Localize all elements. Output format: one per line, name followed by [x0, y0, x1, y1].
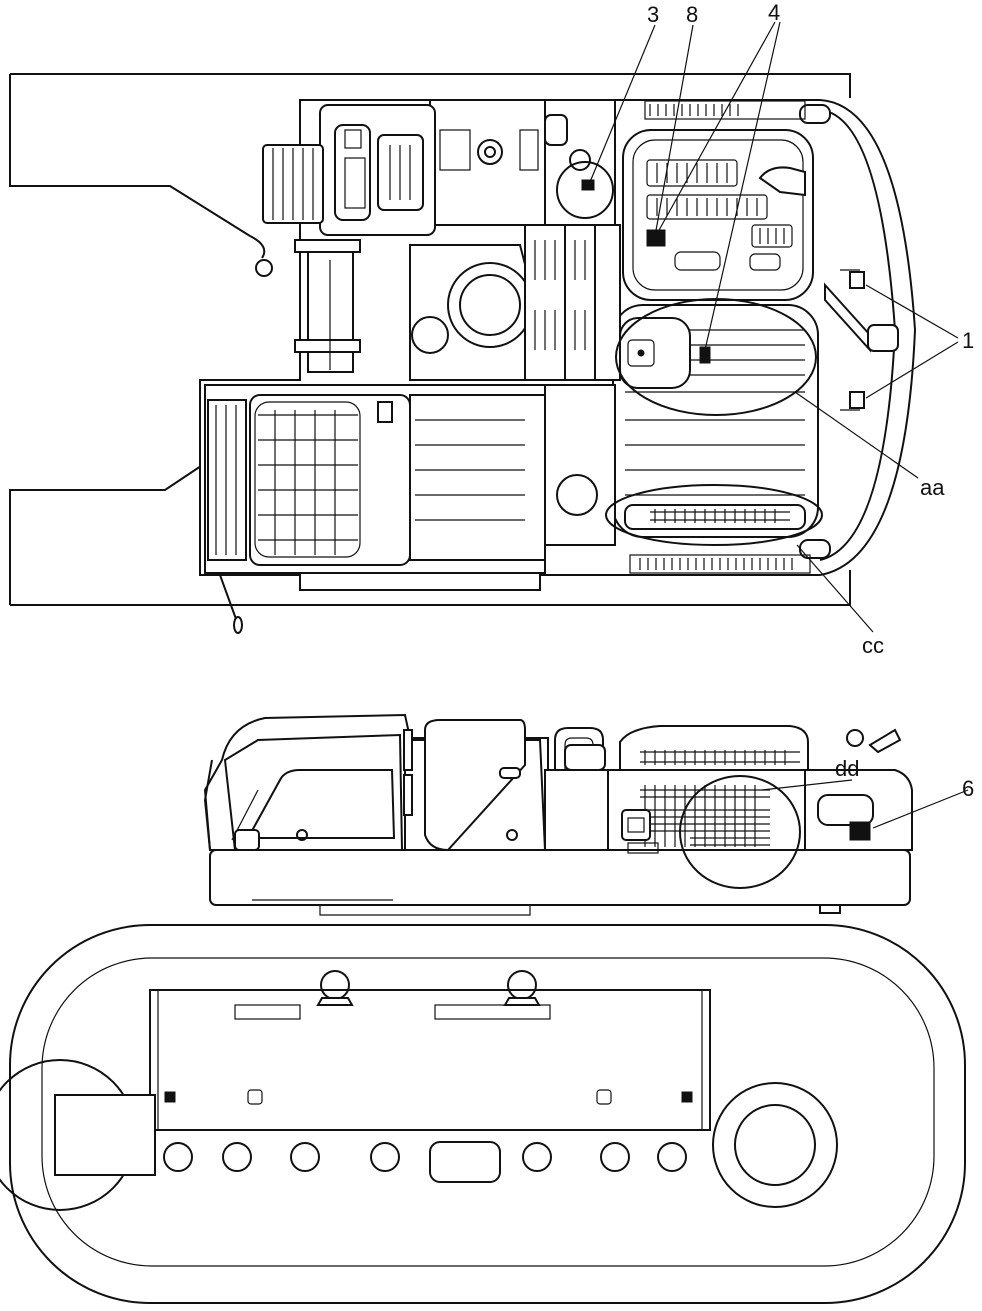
callout-aa: aa — [920, 475, 945, 500]
handrail-side — [554, 727, 604, 850]
side-leader-lines — [761, 779, 969, 829]
label-3-mark — [581, 179, 595, 191]
engine-compartment — [544, 725, 902, 854]
callout-4: 4 — [768, 0, 780, 25]
engine-hood — [622, 129, 814, 301]
sprocket — [712, 1082, 838, 1208]
track-rollers — [163, 1141, 687, 1183]
top-vent-grille — [629, 100, 811, 574]
counterweight-side — [804, 769, 913, 851]
center-machinery — [409, 99, 621, 381]
operator-seat-area — [262, 104, 436, 373]
side-view: dd 6 — [203, 713, 974, 916]
boom-pin — [255, 259, 273, 277]
callout-8: 8 — [686, 2, 698, 27]
base-frame — [209, 849, 911, 906]
label-6-mark — [849, 821, 871, 841]
top-leader-lines — [589, 21, 959, 633]
callout-dd: dd — [835, 756, 859, 781]
track-view — [0, 924, 966, 1304]
cab-side-view — [203, 713, 549, 901]
callout-1: 1 — [962, 328, 974, 353]
callout-3: 3 — [647, 2, 659, 27]
hood-vent-slots — [646, 159, 793, 271]
area-cc-circle — [605, 484, 823, 546]
cab-top-view — [204, 384, 616, 634]
callout-6: 6 — [962, 776, 974, 801]
top-view: 3 8 4 1 aa cc — [9, 0, 974, 658]
area-dd-circle — [679, 775, 801, 889]
callout-cc: cc — [862, 633, 884, 658]
handrail-top-view — [824, 269, 899, 411]
boom-outline-upper — [9, 73, 851, 237]
rear-cover — [612, 304, 819, 538]
area-aa-circle — [615, 298, 817, 416]
